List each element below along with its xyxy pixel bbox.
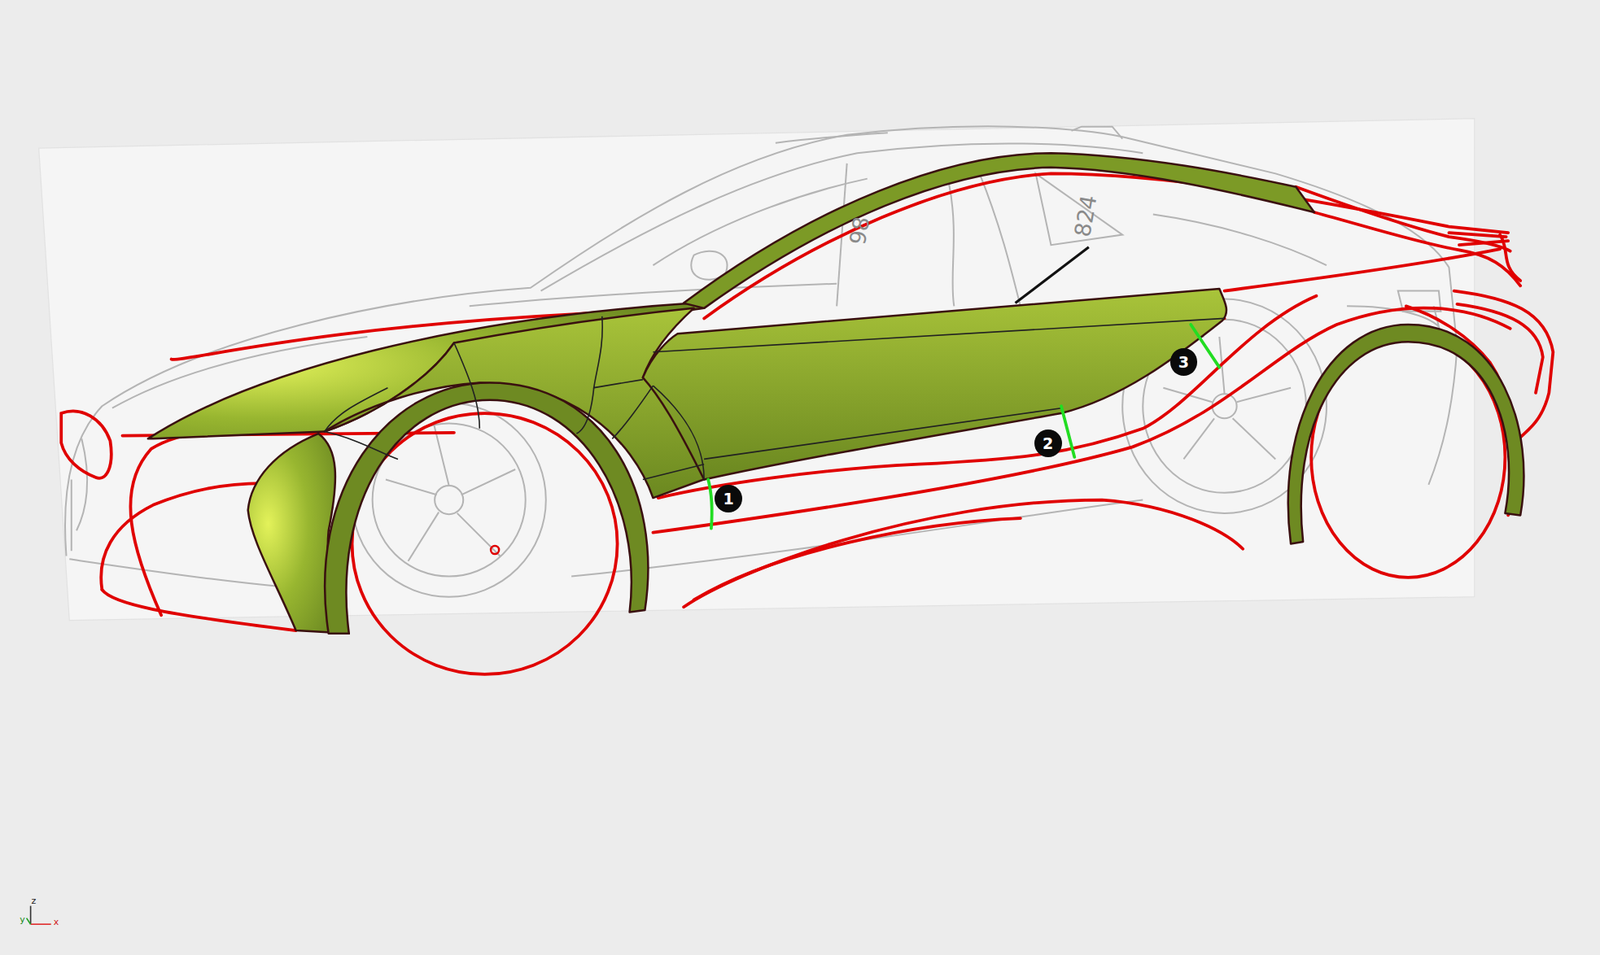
callout-number: 2	[1042, 436, 1054, 452]
blueprint-dimension: 98	[845, 214, 873, 247]
callout-number: 1	[723, 491, 735, 508]
callout-circle: 1	[714, 485, 743, 513]
callout-number: 3	[1178, 354, 1190, 371]
callout-circle: 3	[1170, 348, 1198, 376]
callout-circle: 2	[1034, 429, 1063, 458]
axis-label: y	[19, 915, 26, 925]
axis-label: z	[30, 896, 36, 906]
axis-label: x	[53, 918, 60, 927]
